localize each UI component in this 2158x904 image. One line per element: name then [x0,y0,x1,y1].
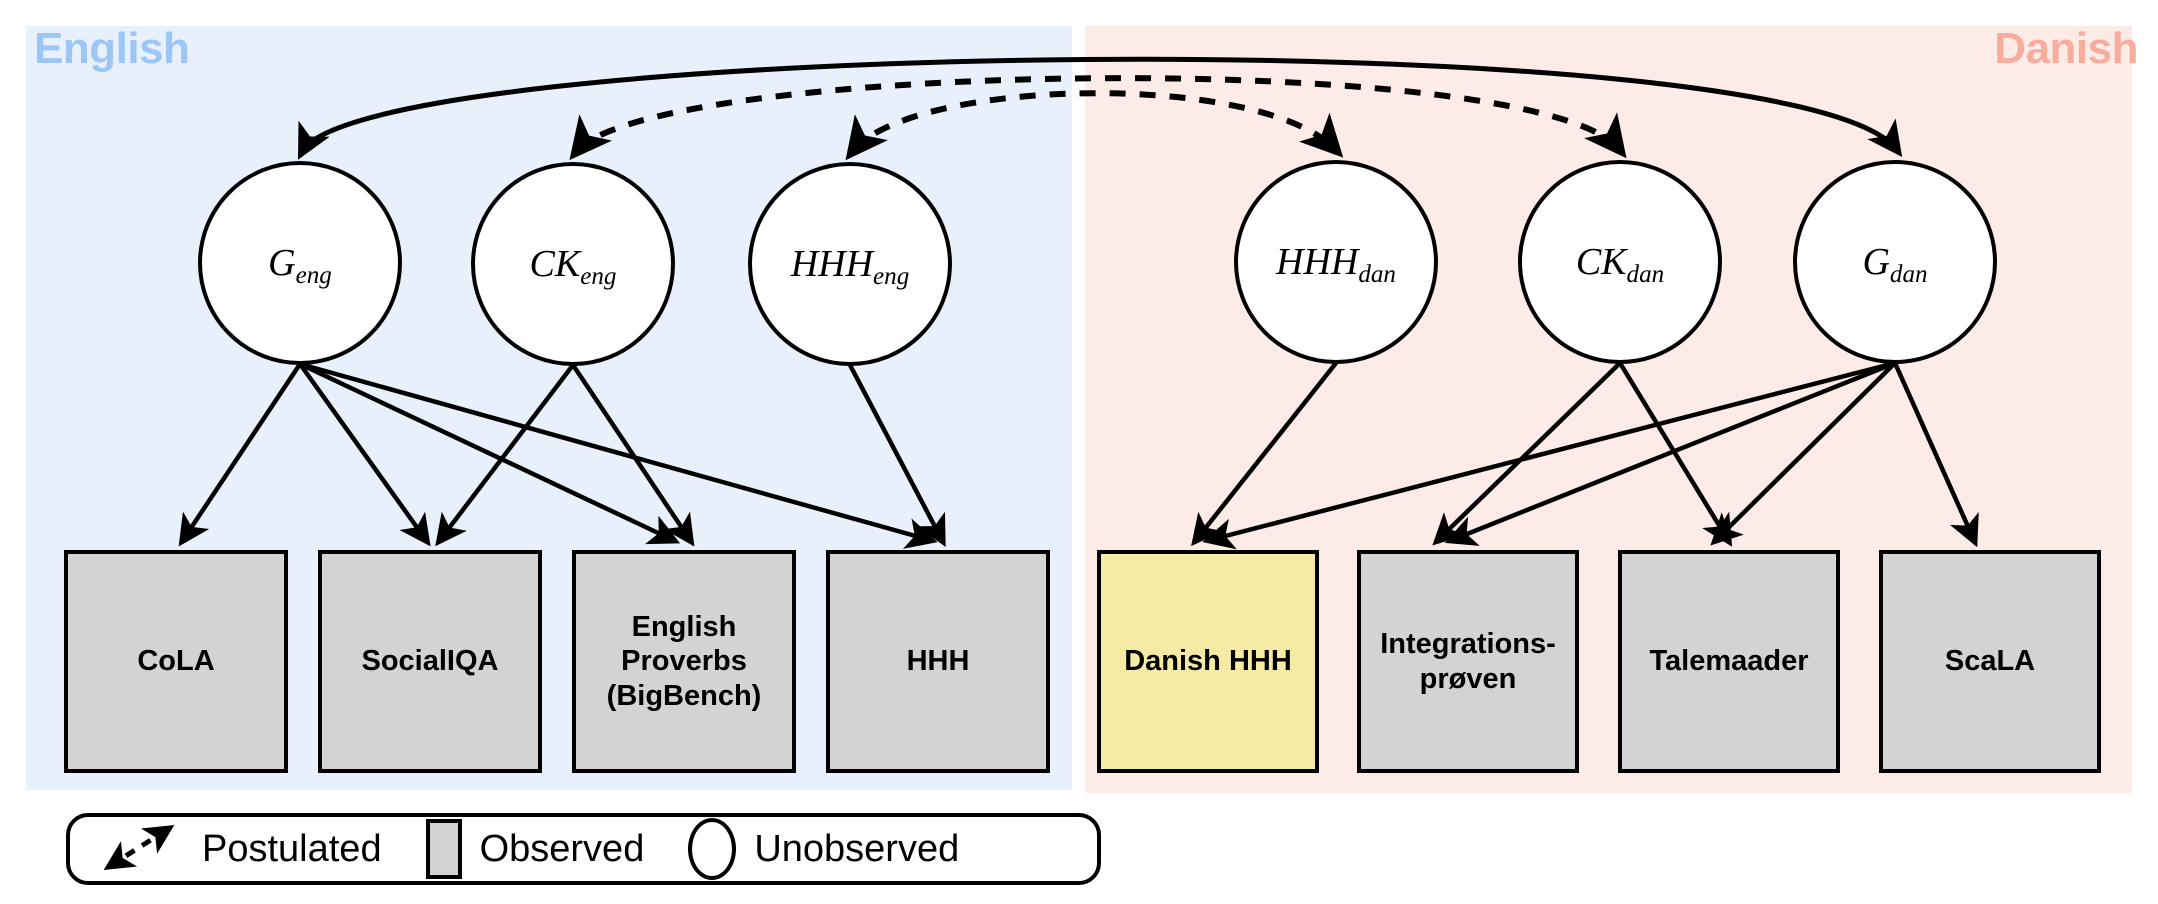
grey-square-icon [425,819,462,879]
observed-box-danish-hhh[interactable]: Danish HHH [1097,550,1319,773]
legend-label-unobserved: Unobserved [754,827,960,870]
double-dashed-arrow-icon [96,816,184,883]
latent-node-hhh-dan[interactable]: HHHdan [1234,160,1438,364]
open-circle-icon [688,818,737,880]
latent-node-label: HHHeng [790,243,910,291]
observed-box-label: Integrations-prøven [1380,628,1556,695]
observed-box-label: HHH [906,645,970,678]
latent-node-label: CKdan [1575,241,1665,289]
observed-box-label: ScaLA [1944,645,2036,678]
latent-node-g-eng[interactable]: Geng [198,161,402,365]
legend-item-postulated: Postulated [70,816,382,883]
observed-box-socialiqa[interactable]: SocialIQA [318,550,542,773]
latent-node-label: CKeng [529,243,617,291]
panel-label-danish: Danish [1994,24,2138,73]
latent-node-label: Gdan [1862,241,1928,289]
observed-box-label: Talemaader [1649,645,1809,678]
observed-box-hhh[interactable]: HHH [826,550,1050,773]
legend-item-observed: Observed [382,819,645,879]
observed-box-talemaader[interactable]: Talemaader [1618,550,1840,773]
observed-box-label: SocialIQA [361,645,499,678]
observed-box-label: Danish HHH [1124,645,1292,678]
panel-label-english: English [34,24,190,73]
legend-label-observed: Observed [479,827,645,870]
latent-node-ck-dan[interactable]: CKdan [1518,160,1722,364]
latent-node-g-dan[interactable]: Gdan [1793,160,1997,364]
latent-node-ck-eng[interactable]: CKeng [471,162,675,366]
observed-box-label: CoLA [137,645,215,678]
legend-item-unobserved: Unobserved [644,818,959,880]
legend: Postulated Observed Unobserved [66,813,1101,885]
observed-box-scala[interactable]: ScaLA [1879,550,2101,773]
legend-label-postulated: Postulated [202,827,382,870]
observed-box-cola[interactable]: CoLA [64,550,288,773]
latent-node-label: Geng [268,242,332,290]
latent-node-hhh-eng[interactable]: HHHeng [748,162,952,366]
latent-node-label: HHHdan [1276,241,1396,289]
observed-box-integrationsproven[interactable]: Integrations-prøven [1357,550,1579,773]
